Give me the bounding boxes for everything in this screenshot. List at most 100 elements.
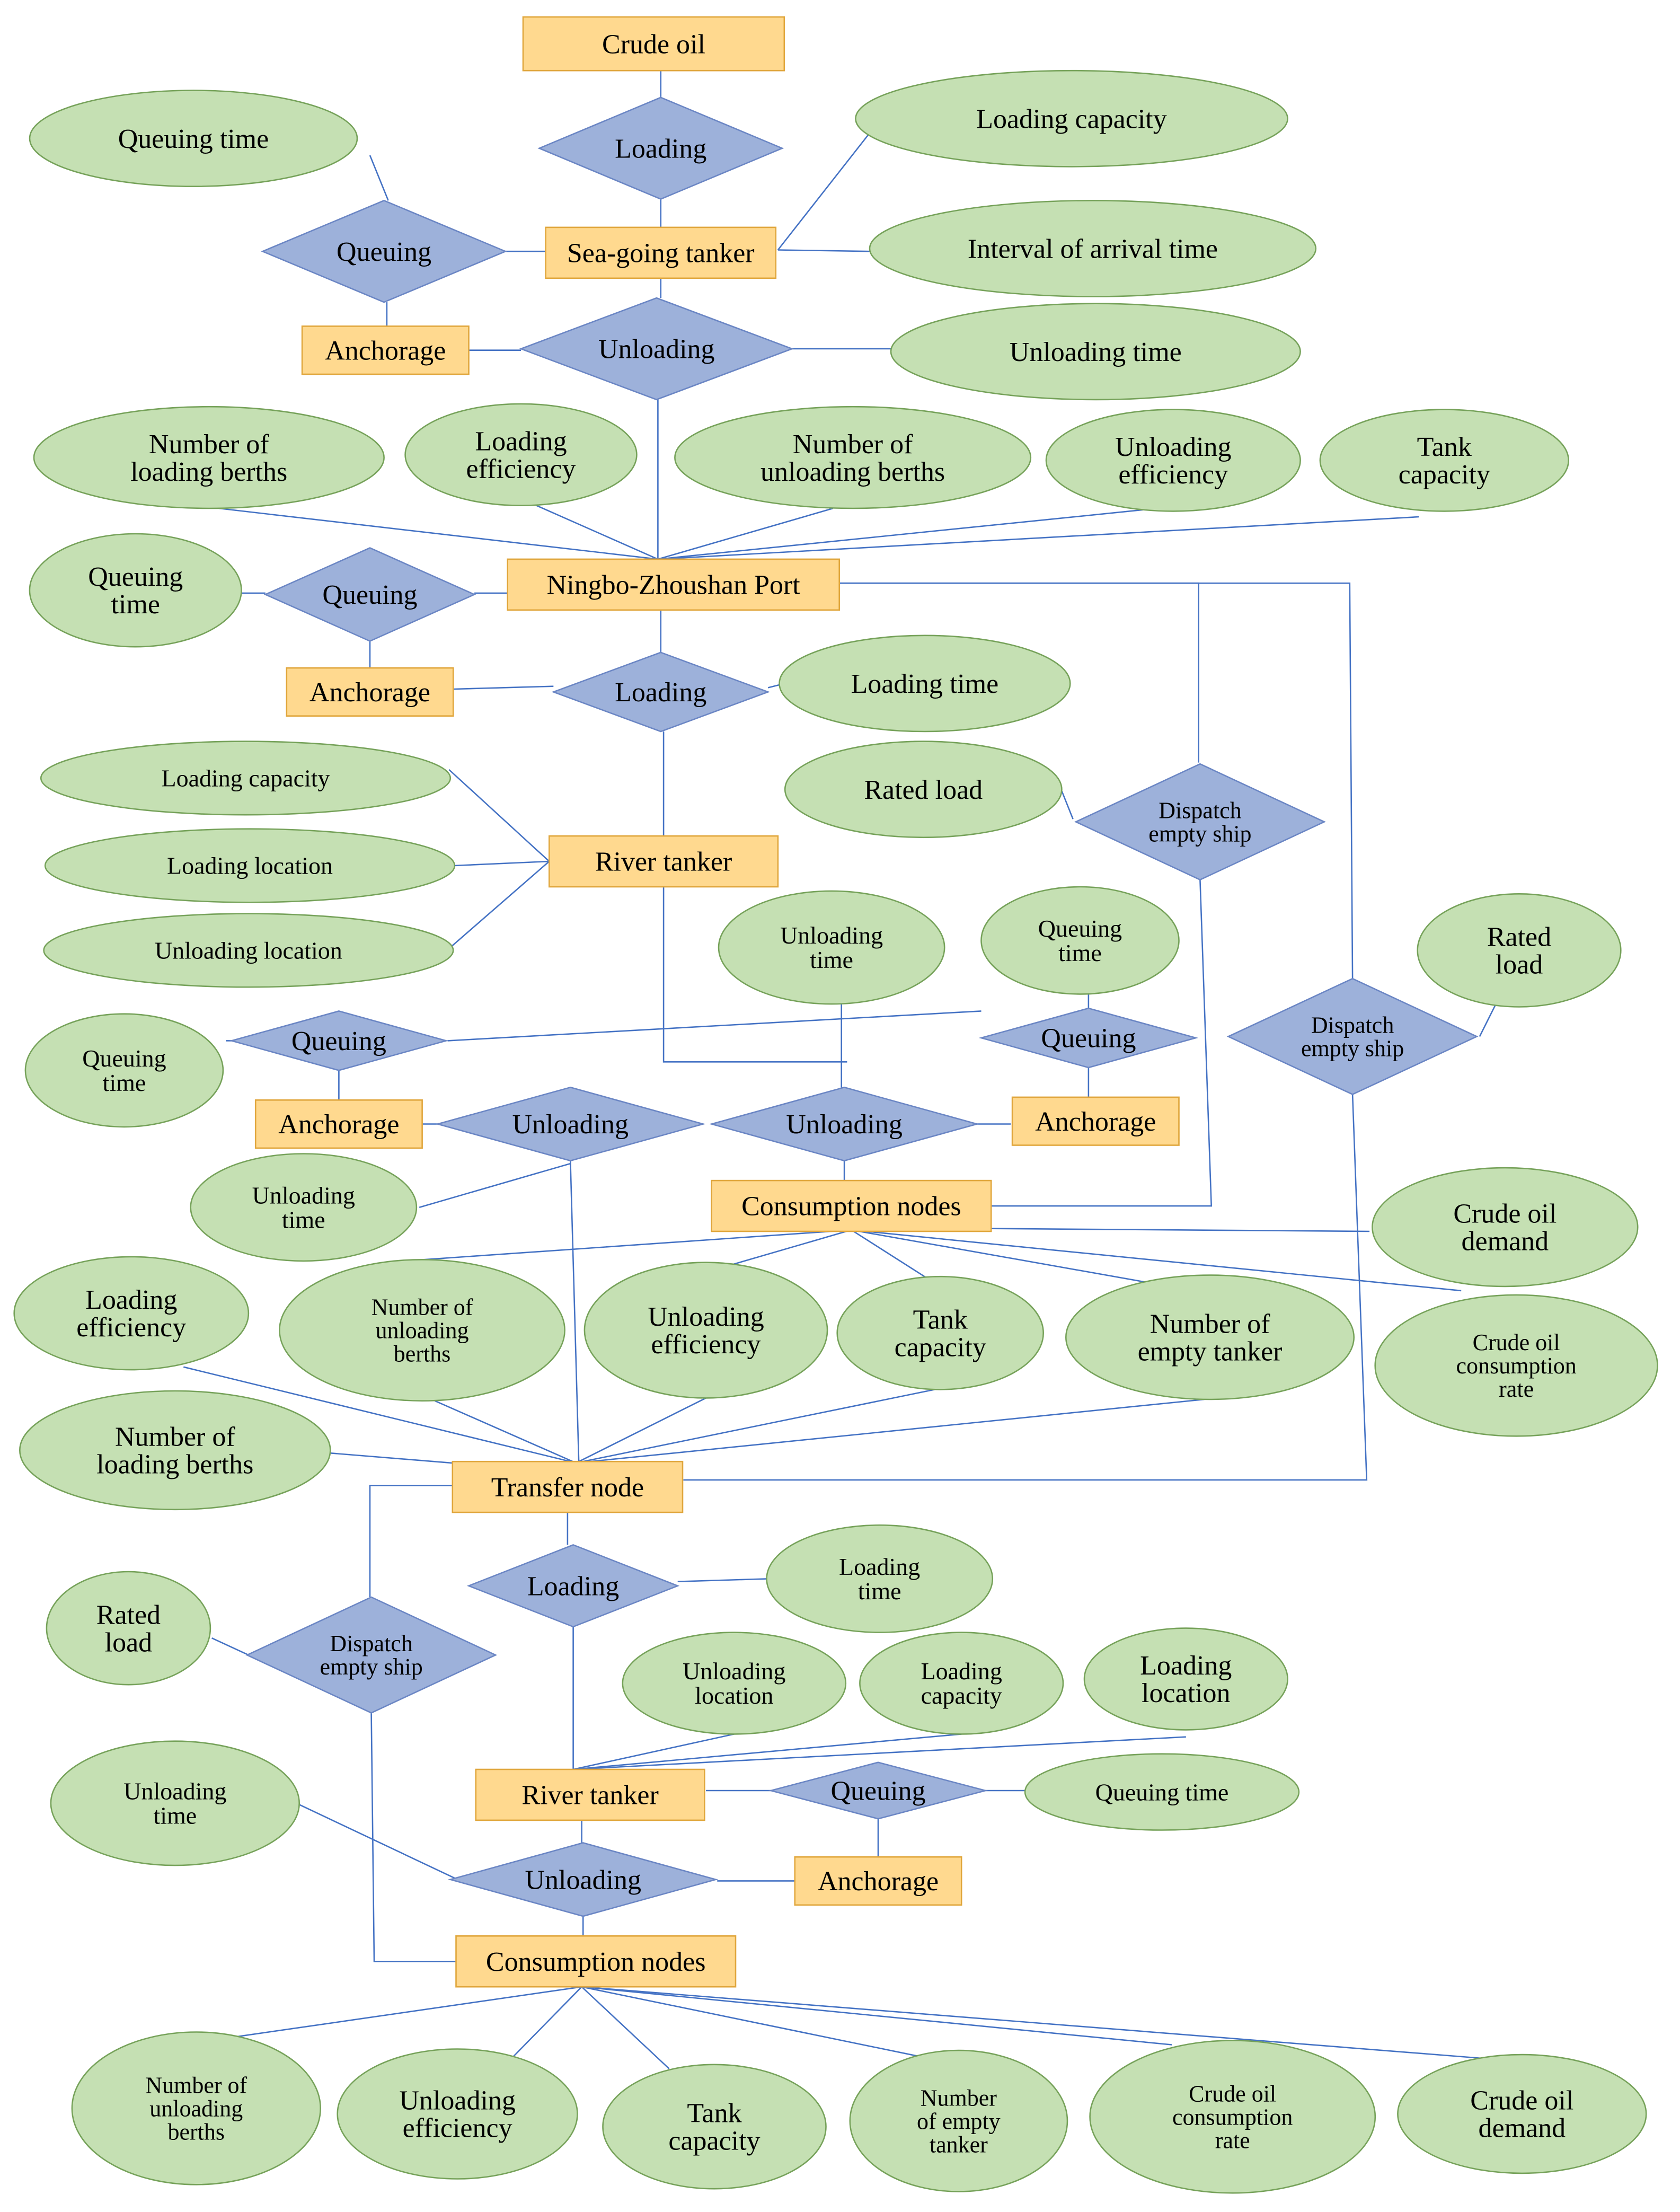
node-label: Queuing [830,1776,925,1806]
node-label: Loading capacity [162,765,330,792]
attribute-ellipse [1045,409,1301,512]
node-label: Loading [615,677,706,708]
connector-line [183,1366,577,1464]
relation-diamond [537,96,784,200]
connector-line [211,1637,249,1656]
attribute-ellipse [33,406,385,509]
node-label: Interval of arrival time [968,234,1218,265]
entity-box [794,1856,962,1906]
attribute-ellipse [337,2048,578,2180]
attribute-ellipse [674,406,1032,509]
attribute-ellipse [622,1632,847,1735]
connector-line [581,1986,670,2069]
connector-line [777,118,882,251]
relation-r-queue3: Queuing [229,1010,449,1071]
attribute-ellipse [855,69,1288,168]
node-label: Ningbo-Zhoushan Port [547,570,801,601]
relation-r-unload4: Unloading [447,1842,719,1917]
attribute-ellipse [779,634,1071,733]
connector-line [851,1229,1187,1290]
relation-diamond [1074,763,1326,881]
node-label: Queuing [322,580,417,610]
node-label: Anchorage [278,1109,399,1140]
relation-diamond [978,1007,1199,1069]
attribute-ellipse [859,1632,1064,1735]
connector-line [991,1228,1370,1232]
entity-box [549,835,779,888]
attribute-ellipse [836,1275,1044,1390]
relation-r-load3: Loading [466,1544,680,1628]
node-label: Unloading time [1010,337,1182,367]
connector-line [573,1736,1186,1770]
connector-line [576,1389,935,1464]
entity-e-anch3: Anchorage [254,1099,423,1149]
connector-line [447,1010,982,1042]
entity-box [452,1460,684,1513]
attribute-a-unloadtime1: Unloading time [890,303,1301,401]
attribute-ellipse [980,886,1180,995]
attribute-ellipse [13,1256,250,1371]
node-label: Consumption nodes [486,1947,706,1977]
entity-e-cons1: Consumption nodes [711,1179,992,1232]
relation-r-unload1: Unloading [519,297,794,401]
attribute-ellipse [1417,893,1622,1008]
node-label: Loading [615,134,706,164]
connector-line [677,1578,768,1582]
attribute-ellipse [718,890,945,1005]
connector-line [581,1986,1490,2060]
entity-e-anch5: Anchorage [794,1856,962,1906]
connector-line [1061,790,1074,819]
node-label: Anchorage [325,336,446,366]
node-label: Sea-going tanker [567,239,755,269]
relation-diamond [519,297,794,401]
relation-diamond [261,199,508,303]
relation-diamond [245,1596,498,1714]
relation-diamond [229,1010,449,1071]
attribute-ellipse [40,741,452,816]
attribute-a-loadtime1: Loading time [779,634,1071,733]
attribute-ellipse [1372,1167,1639,1288]
connector-line [512,1986,582,2058]
relation-diamond [551,651,770,733]
relation-r-unload3: Unloading [709,1086,980,1162]
entity-e-river2: River tanker [475,1768,705,1821]
relation-diamond [709,1086,980,1162]
relation-diamond [435,1086,706,1162]
connector-line [581,1986,1172,2046]
connector-line [330,1452,452,1464]
connector-line [451,861,550,947]
node-label: Anchorage [818,1866,939,1897]
attribute-ellipse [24,1013,224,1128]
connector-line [576,1397,706,1464]
